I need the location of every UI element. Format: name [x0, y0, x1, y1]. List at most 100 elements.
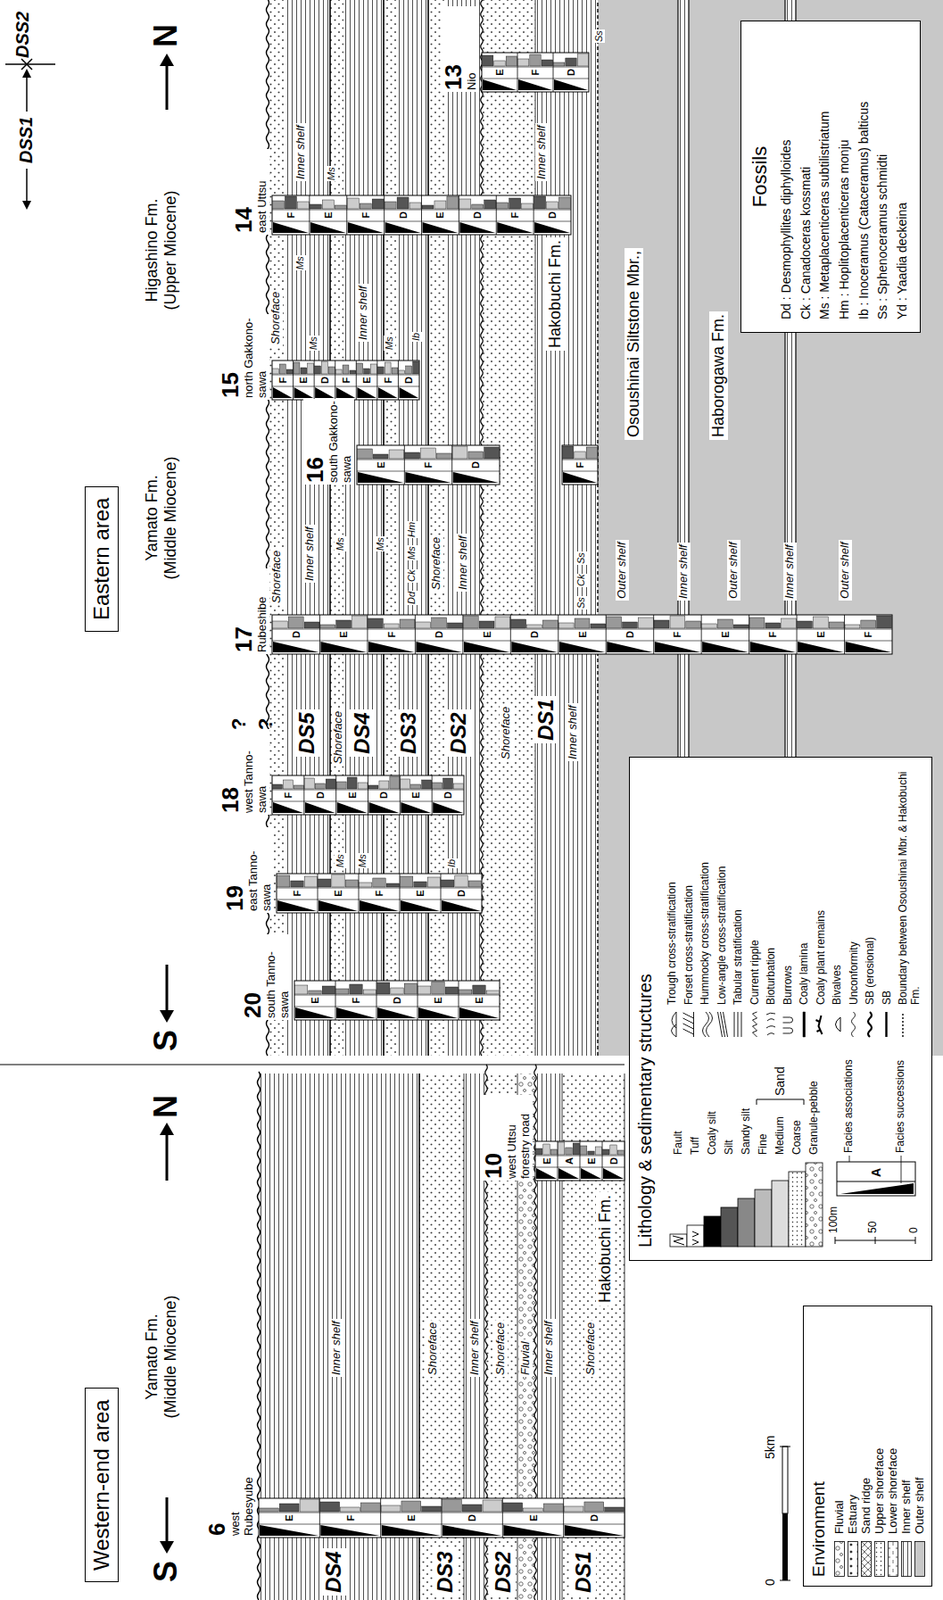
- lithology-bar: [495, 616, 511, 629]
- legend-row: Sand ridge: [859, 1315, 873, 1577]
- direction-label: S: [147, 1560, 184, 1582]
- lithology-bar: [577, 53, 588, 67]
- facies-letter: F: [508, 209, 522, 221]
- fossil-abbreviation: Ms: [383, 335, 396, 351]
- lithology-bar: [670, 615, 686, 629]
- facies-triangle: [422, 222, 459, 233]
- legend-text: Inner shelf: [899, 1479, 913, 1534]
- formation-label: Haborogawa Fm.: [709, 311, 728, 440]
- section-number: 6: [205, 1453, 230, 1536]
- segment-line: [517, 52, 519, 92]
- lithology-bar: [565, 1147, 572, 1155]
- legend-text: Sandy silt: [739, 1108, 753, 1155]
- segment-line: [414, 614, 416, 654]
- lithology-bar: [320, 624, 336, 629]
- lithology-bar: [447, 622, 464, 629]
- facies-triangle: [750, 641, 796, 653]
- lithology-bar: [272, 200, 285, 209]
- lithology-bar: [421, 779, 432, 789]
- lithology-bar: [563, 1505, 584, 1512]
- swatch-fill: [847, 1541, 858, 1577]
- legend-text: Coaly plant remains: [814, 765, 828, 1005]
- section-name: west Uttsu forestry road: [505, 1096, 533, 1179]
- log-axis: [294, 1006, 500, 1008]
- facies-triangle: [654, 641, 701, 653]
- sequence-label: DS3: [396, 709, 422, 757]
- structure-symbol-path: [683, 1011, 695, 1037]
- facies-triangle: [320, 1524, 380, 1536]
- log-column: [276, 873, 482, 913]
- legend-text: Low-angle cross-stratification: [715, 765, 728, 1005]
- box-title: Western-end area: [89, 1398, 115, 1571]
- facies-triangle: [562, 471, 597, 483]
- facies-triangle: [359, 900, 399, 911]
- section-label: 17Rubeshibe: [231, 568, 270, 654]
- lithology-bar: [367, 618, 383, 629]
- lithology-bar: [509, 198, 522, 209]
- structure-symbol-path: [766, 1012, 776, 1035]
- lithology-bar: [342, 364, 349, 374]
- lithology-bar: [356, 363, 364, 374]
- facies-letter: E: [405, 1512, 418, 1523]
- lithology-bar: [331, 874, 345, 887]
- facies-triangle: [441, 900, 481, 911]
- facies-triangle: [564, 1524, 624, 1536]
- leader-line: [901, 1155, 902, 1183]
- lithology-bar: [876, 615, 893, 629]
- scale-tick: [915, 1236, 917, 1244]
- legend-text: Lower shoreface: [885, 1447, 900, 1534]
- lithology-bar: [336, 781, 347, 789]
- facies-triangle: [336, 1007, 376, 1018]
- scale-label: 0: [762, 1578, 778, 1586]
- log-column: [535, 1141, 625, 1181]
- lithology-bar: [431, 617, 447, 629]
- lithology-bar: [349, 984, 363, 994]
- structure-symbol-path: [734, 1011, 742, 1037]
- lithology-bar: [279, 1503, 299, 1512]
- fossil-abbreviation: Ck: [575, 573, 588, 588]
- lithology-bar: [377, 982, 390, 994]
- facies-letter: E: [337, 628, 350, 640]
- sequence-label: DS4: [349, 709, 375, 757]
- facies-triangle: [385, 222, 422, 233]
- lithology-bar: [404, 983, 417, 994]
- log-column: [562, 445, 598, 485]
- facies-letter: D: [432, 628, 446, 640]
- facies-triangle: [536, 1167, 557, 1179]
- lithology-bar: [604, 1506, 625, 1512]
- legend-text: Upper shoreface: [872, 1447, 886, 1534]
- log-column: [272, 195, 571, 235]
- facies-letter: D: [314, 789, 327, 801]
- lithology-bar: [452, 446, 468, 459]
- structure-symbol: [868, 1011, 872, 1037]
- facies-column: [836, 1161, 916, 1196]
- section-name: south Gakkono-sawa: [327, 400, 355, 483]
- legend-text: Facies associations: [842, 1058, 855, 1153]
- facies-triangle: [294, 387, 315, 398]
- legend-text: Tabular stratification: [731, 765, 745, 1005]
- segment-line: [308, 195, 310, 235]
- legend-graphics: [629, 758, 931, 1260]
- facies-triangle: [381, 1524, 441, 1536]
- environment-label: Inner shelf: [456, 533, 471, 592]
- legend-text: Facies successions: [893, 1059, 907, 1153]
- facies-triangle: [463, 641, 510, 653]
- lithology-bar: [471, 204, 484, 209]
- lithology-bar: [389, 776, 400, 789]
- legend-text: Sand ridge: [859, 1477, 873, 1534]
- lithology-bar: [446, 196, 459, 209]
- facies-triangle: [459, 1007, 499, 1018]
- lithology-bar: [494, 60, 505, 67]
- facies-triangle: [318, 900, 358, 911]
- facies-letter: E: [576, 628, 589, 640]
- log-axis: [481, 78, 589, 80]
- segment-line: [404, 445, 406, 485]
- lithology-bar: [468, 451, 484, 459]
- log-axis: [535, 1155, 625, 1157]
- lithology-bar: [398, 370, 406, 374]
- formation-label: Higashino Fm. (Upper Miocene): [142, 185, 180, 315]
- bracket: [756, 1099, 804, 1105]
- lithology-bar: [405, 365, 413, 374]
- lithology-bar: [304, 777, 315, 789]
